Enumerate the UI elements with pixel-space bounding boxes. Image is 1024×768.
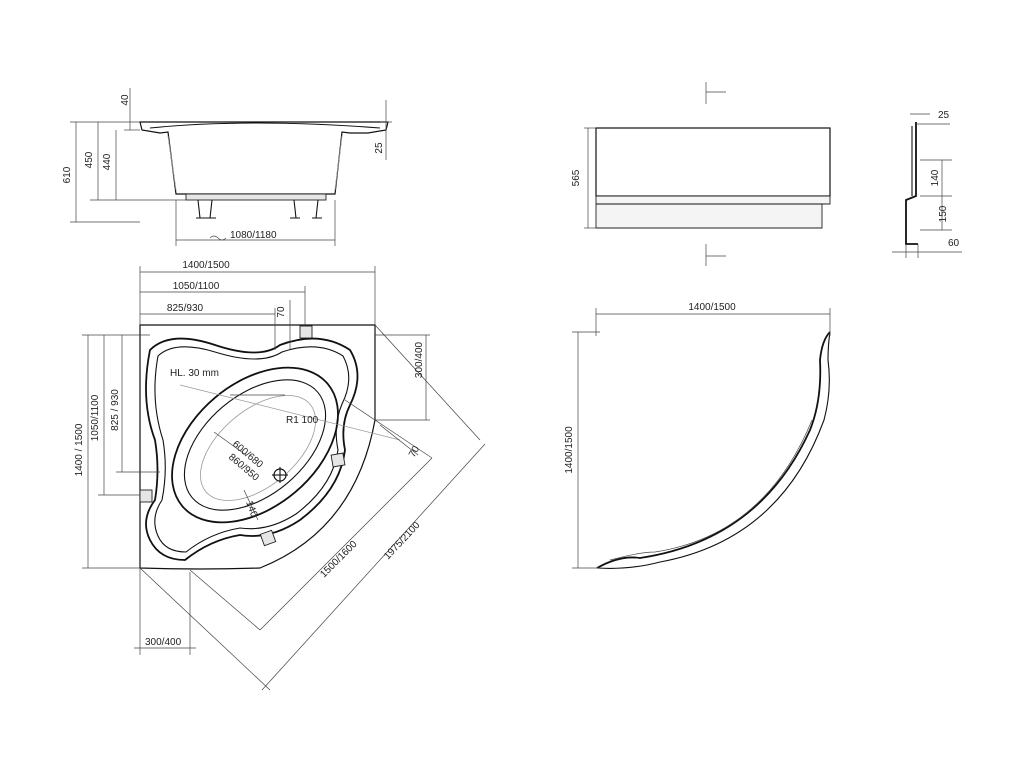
dim-plan-height-inner: 825 / 930 — [110, 389, 121, 431]
panel-plan-view: 1400/1500 1400/1500 — [564, 302, 831, 569]
dim-plan-height-mid: 1050/1100 — [90, 394, 101, 441]
dim-diag-1975: 1975/2100 — [382, 520, 423, 562]
dim-plan-width-inner: 825/930 — [167, 303, 204, 314]
basin-inner-oval — [183, 379, 327, 511]
label-overflow-height: HL. 30 mm — [170, 368, 219, 379]
dim-panel-140: 140 — [930, 169, 941, 186]
dim-panel-plan-width: 1400/1500 — [688, 302, 736, 313]
panel-section-view: 25 140 150 60 — [892, 110, 962, 258]
panel-upper — [595, 127, 831, 197]
dim-plan-offset-diag: 70 — [407, 444, 422, 460]
dim-rim-40: 40 — [120, 94, 131, 106]
bathtub-side-outline — [139, 121, 389, 195]
panel-lower — [595, 195, 831, 229]
dim-plan-right-side: 300/400 — [414, 341, 425, 378]
drain-symbol — [272, 467, 288, 483]
plan-view: 1400/1500 1050/1100 825/930 70 300/400 1… — [74, 260, 486, 691]
tub-feet — [185, 193, 327, 219]
dim-panel-plan-height: 1400/1500 — [564, 426, 575, 474]
bath-rim-edge — [145, 337, 359, 561]
dim-diag-1500: 1500/1600 — [318, 539, 360, 581]
handle-markers — [139, 325, 346, 547]
dim-plan-width-total: 1400/1500 — [182, 260, 230, 271]
label-radius: R1 100 — [286, 415, 319, 426]
dim-plan-height-total: 1400 / 1500 — [74, 423, 85, 476]
dim-panel-150: 150 — [938, 205, 949, 222]
dim-length: 1080/1180 — [230, 230, 277, 241]
dim-plan-width-mid: 1050/1100 — [173, 281, 220, 292]
dim-height-450: 450 — [84, 151, 95, 168]
dim-plan-offset-top: 70 — [276, 306, 287, 318]
side-view: 40 610 450 440 25 1080/1180 — [62, 88, 392, 246]
panel-curve-outer — [596, 331, 831, 569]
dim-panel-lip: 25 — [938, 110, 950, 121]
dim-plan-bottom-side: 300/400 — [145, 637, 182, 648]
dim-panel-foot: 60 — [948, 238, 960, 249]
dim-panel-height: 565 — [571, 169, 582, 186]
panel-profile — [905, 122, 918, 245]
dim-total-height: 610 — [62, 166, 73, 183]
bathtub-plan-outline — [139, 324, 376, 570]
dim-rim-depth: 25 — [374, 142, 385, 154]
basin-outer-oval — [171, 366, 339, 524]
dim-height-440: 440 — [102, 153, 113, 170]
panel-front-view: 565 — [571, 82, 831, 266]
